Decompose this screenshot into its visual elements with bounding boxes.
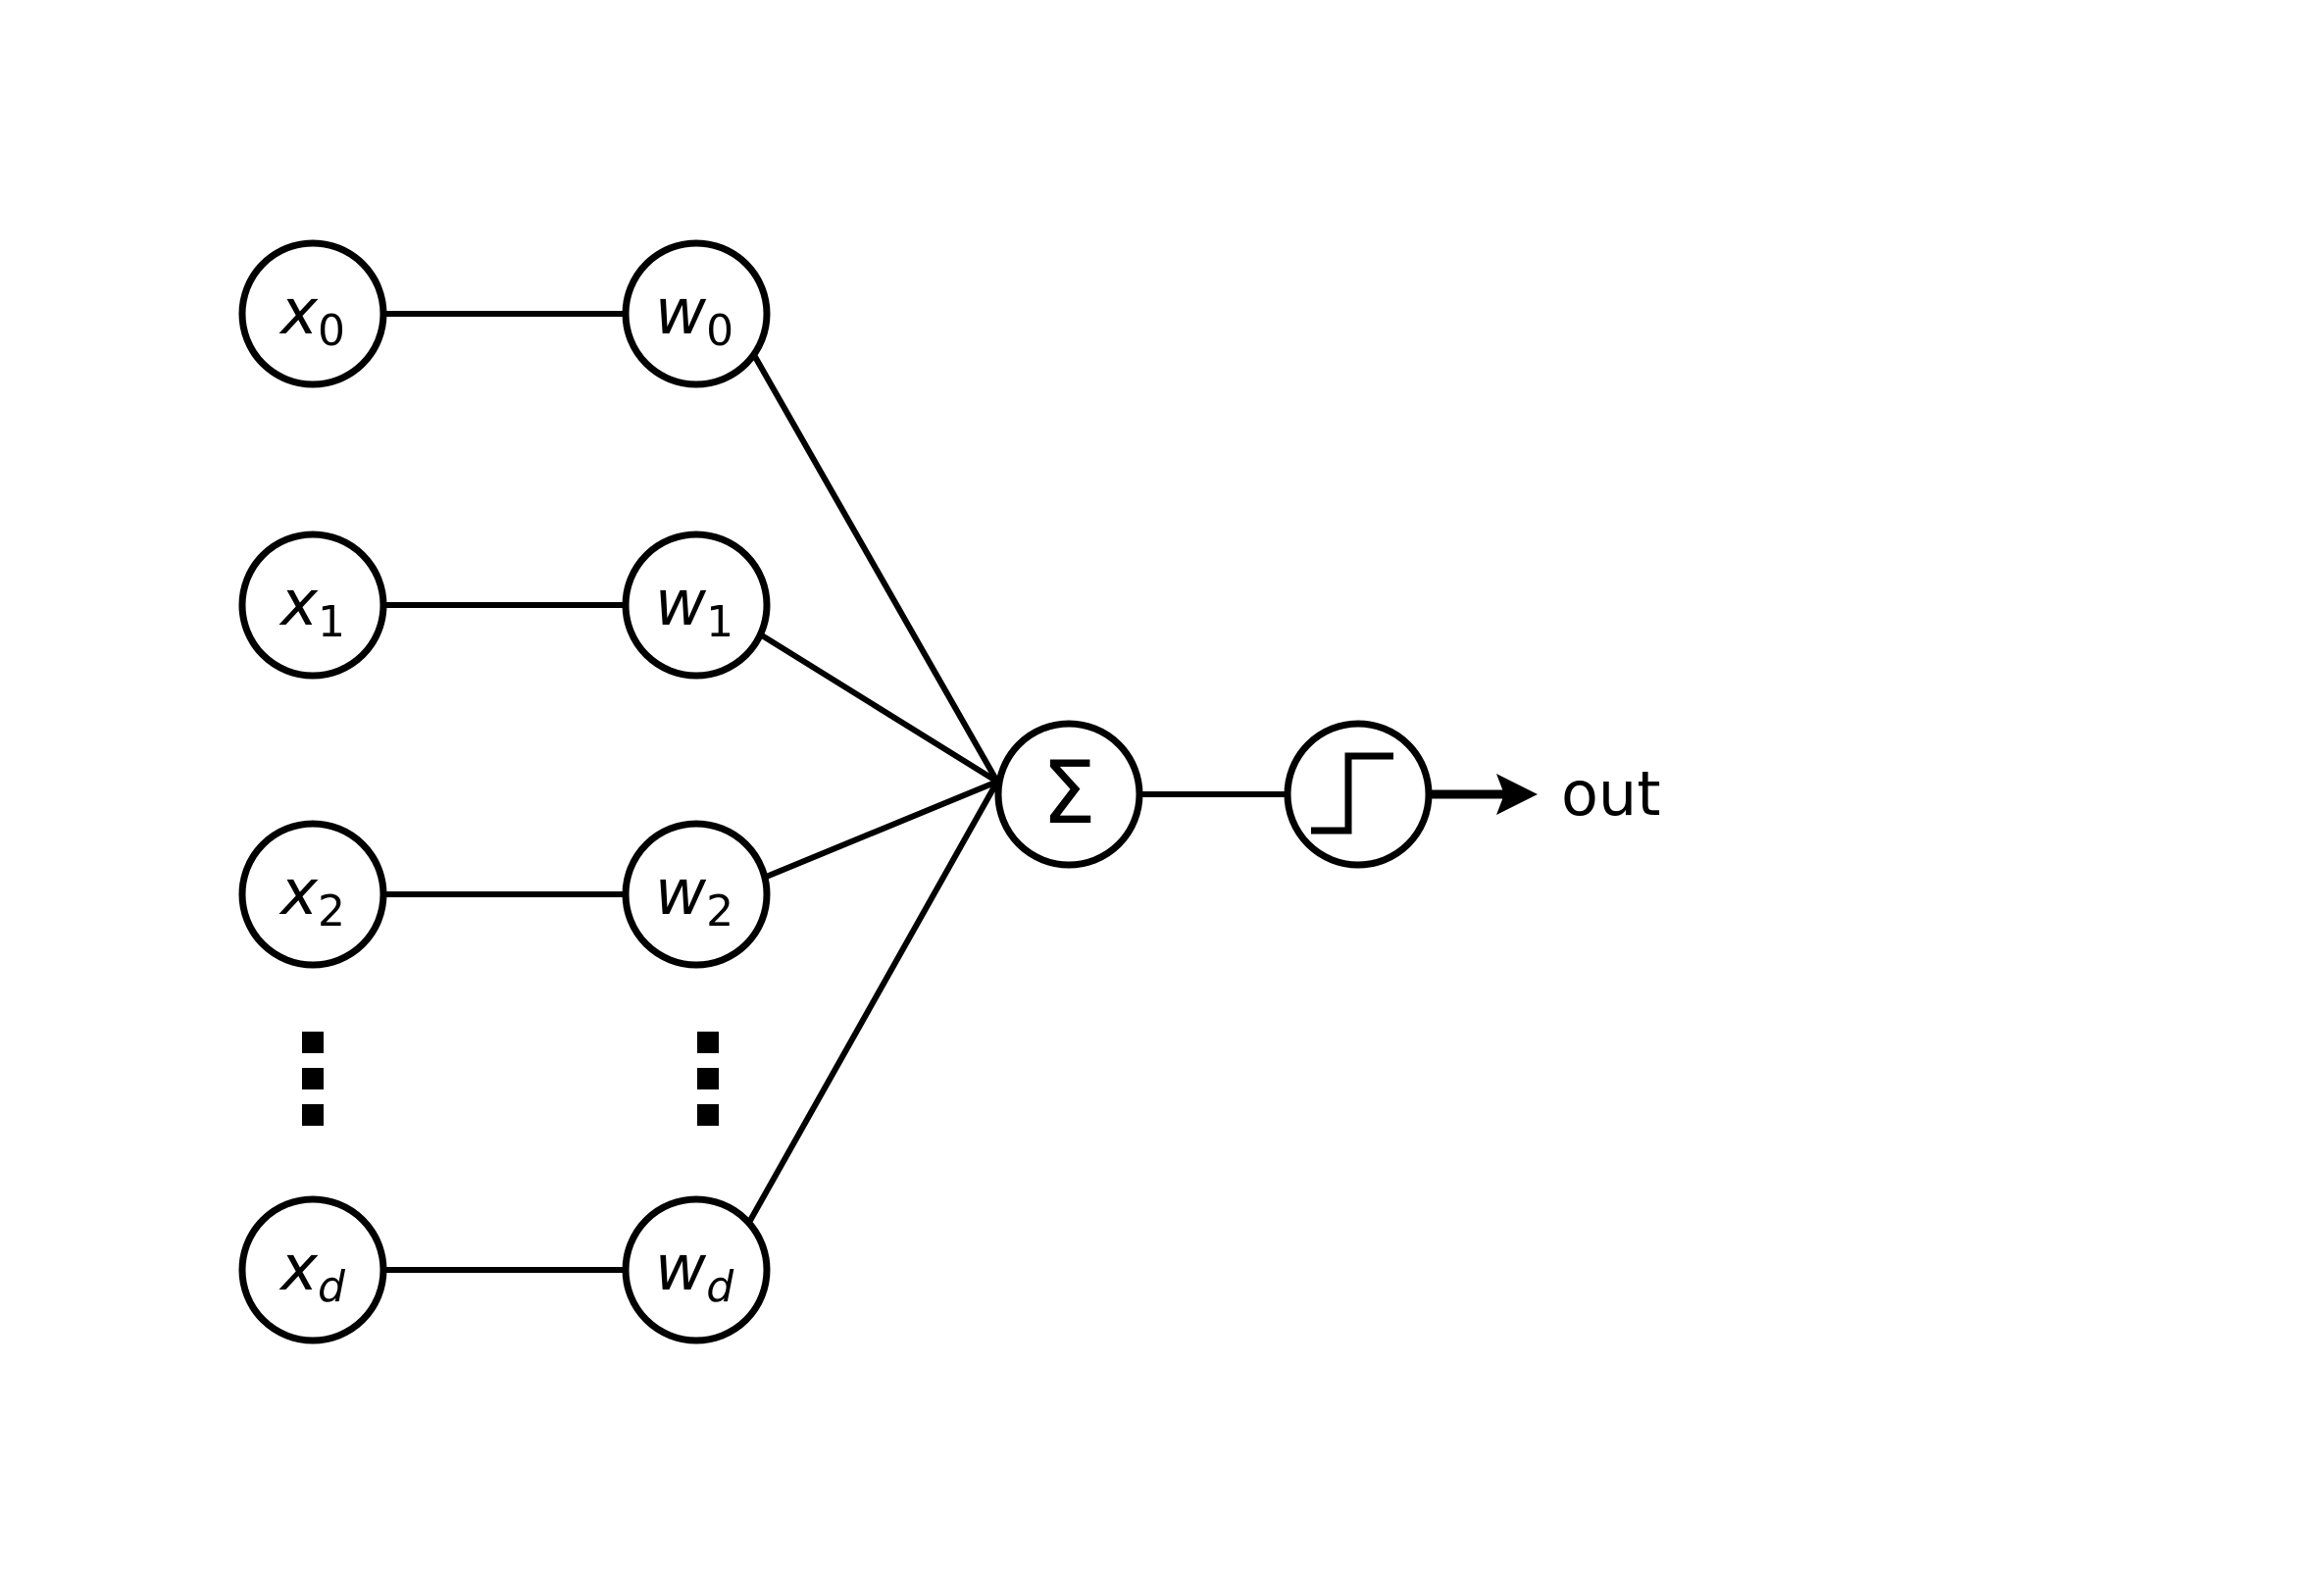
ellipsis-dot: [697, 1032, 719, 1053]
node-xd-circle[interactable]: [238, 1195, 387, 1344]
edge-w2-sum: [761, 779, 1000, 881]
node-w1-label: w1: [655, 568, 733, 647]
node-wd-symbol: w: [655, 1233, 707, 1305]
output-label: out: [1561, 758, 1661, 830]
node-w1-circle[interactable]: [622, 531, 771, 680]
node-w2-circle[interactable]: [622, 820, 771, 969]
edge-w0-sum: [751, 352, 1000, 784]
node-wd-circle[interactable]: [622, 1195, 771, 1344]
weight-sum-edges: [744, 352, 1000, 1229]
node-w0-circle[interactable]: [622, 239, 771, 388]
node-x0-subscript: 0: [318, 306, 345, 356]
node-w0[interactable]: w0: [622, 239, 771, 388]
node-x1[interactable]: x1: [238, 531, 387, 680]
node-x1-circle[interactable]: [238, 531, 387, 680]
node-x2-circle[interactable]: [238, 820, 387, 969]
node-x0[interactable]: x0: [238, 239, 387, 388]
arrow-head-icon: [1496, 774, 1538, 815]
ellipsis-weights: [697, 1032, 719, 1126]
node-xd-subscript: d: [318, 1262, 346, 1312]
node-summation[interactable]: Σ: [994, 720, 1143, 869]
node-w1-symbol: w: [655, 568, 707, 640]
ellipsis-dot: [302, 1068, 324, 1089]
node-w2-symbol: w: [655, 857, 707, 930]
node-wd[interactable]: wd: [622, 1195, 771, 1344]
node-w0-symbol: w: [655, 277, 707, 349]
ellipsis-dot: [697, 1068, 719, 1089]
node-wd-subscript: d: [706, 1262, 734, 1312]
node-w1-subscript: 1: [706, 597, 733, 647]
node-xd[interactable]: xd: [238, 1195, 387, 1344]
node-x0-symbol: x: [278, 277, 319, 349]
node-activation-circle[interactable]: [1284, 720, 1433, 869]
node-x2[interactable]: x2: [238, 820, 387, 969]
node-xd-symbol: x: [278, 1233, 319, 1305]
step-function-icon: [1311, 752, 1393, 835]
node-x2-symbol: x: [278, 857, 319, 930]
node-activation[interactable]: [1284, 720, 1433, 869]
ellipsis-dot: [302, 1032, 324, 1053]
node-x2-subscript: 2: [318, 886, 345, 936]
input-weight-edges: [381, 311, 628, 1273]
node-x1-subscript: 1: [318, 597, 345, 647]
node-x1-label: x1: [278, 568, 345, 647]
node-summation-circle[interactable]: [994, 720, 1143, 869]
edge-w1-sum: [759, 633, 1000, 784]
node-x1-symbol: x: [278, 568, 319, 640]
weight-node-group: w0 w1 w2 wd: [622, 239, 771, 1344]
node-x0-circle[interactable]: [238, 239, 387, 388]
sigma-icon: Σ: [1041, 742, 1096, 843]
node-w0-label: w0: [655, 277, 733, 356]
node-wd-label: wd: [655, 1233, 734, 1312]
ellipsis-dot: [302, 1104, 324, 1126]
node-x2-label: x2: [278, 857, 345, 936]
node-w2[interactable]: w2: [622, 820, 771, 969]
ellipsis-dot: [697, 1104, 719, 1126]
node-w1[interactable]: w1: [622, 531, 771, 680]
output-arrow: [1430, 774, 1538, 815]
node-x0-label: x0: [278, 277, 345, 356]
node-w2-label: w2: [655, 857, 733, 936]
edge-wd-sum: [744, 779, 1000, 1229]
input-node-group: x0 x1 x2 xd: [238, 239, 387, 1344]
ellipsis-inputs: [302, 1032, 324, 1126]
node-w0-subscript: 0: [706, 306, 733, 356]
node-w2-subscript: 2: [706, 886, 733, 936]
node-xd-label: xd: [278, 1233, 346, 1312]
